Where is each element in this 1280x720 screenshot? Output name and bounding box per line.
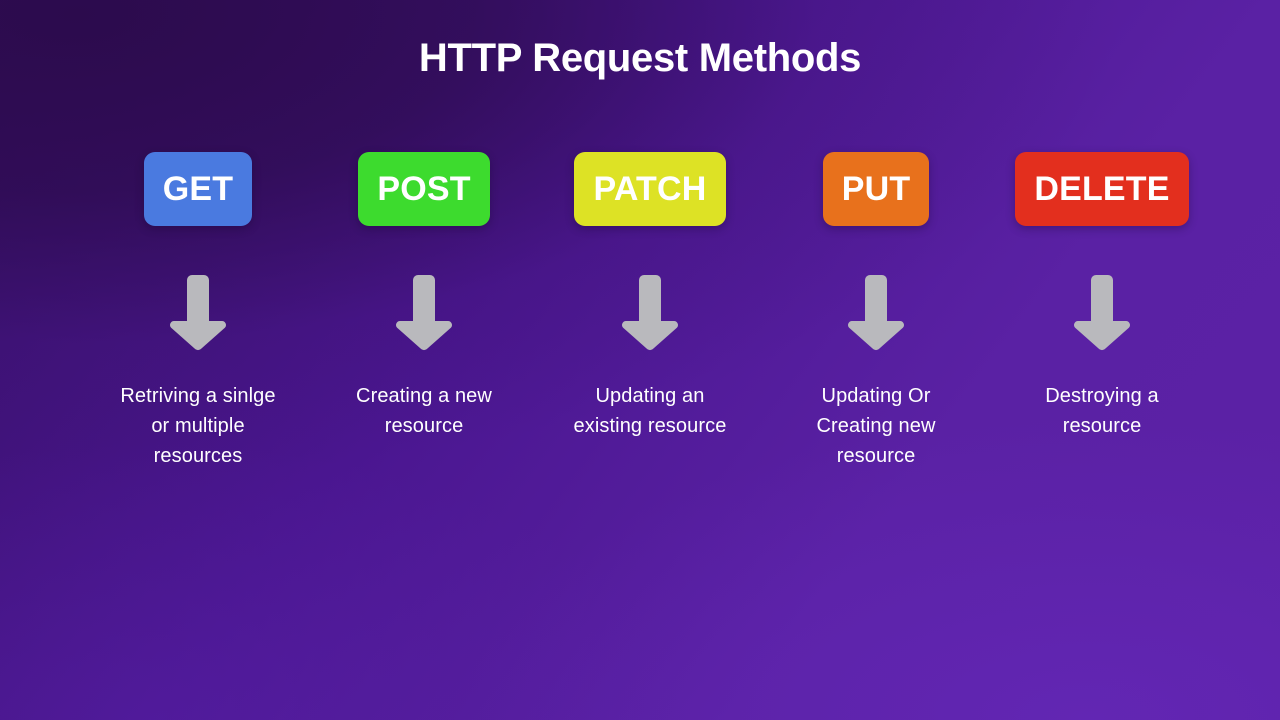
method-column-delete: DELETE Destroying a resource bbox=[1014, 152, 1190, 441]
method-badge-get[interactable]: GET bbox=[143, 152, 253, 226]
arrow-down-icon bbox=[848, 275, 904, 351]
method-description-patch: Updating an existing resource bbox=[573, 385, 727, 437]
arrow-down-wrap-delete bbox=[1073, 275, 1131, 351]
method-columns: GET Retriving a sinlge or multiple resou… bbox=[110, 152, 1190, 471]
method-description-post: Creating a new resource bbox=[356, 385, 492, 437]
method-column-get: GET Retriving a sinlge or multiple resou… bbox=[110, 152, 286, 471]
method-badge-patch[interactable]: PATCH bbox=[574, 152, 726, 226]
arrow-down-wrap-put bbox=[847, 275, 905, 351]
arrow-down-wrap-get bbox=[169, 275, 227, 351]
arrow-down-icon bbox=[396, 275, 452, 351]
page-title: HTTP Request Methods bbox=[418, 36, 862, 80]
arrow-down-icon bbox=[1074, 275, 1130, 351]
arrow-down-wrap-patch bbox=[621, 275, 679, 351]
method-description-get: Retriving a sinlge or multiple resources bbox=[120, 385, 276, 467]
arrow-down-icon bbox=[170, 275, 226, 351]
method-column-put: PUT Updating Or Creating new resource bbox=[788, 152, 964, 471]
method-badge-put[interactable]: PUT bbox=[822, 152, 930, 226]
arrow-down-wrap-post bbox=[395, 275, 453, 351]
arrow-down-icon bbox=[622, 275, 678, 351]
method-badge-post[interactable]: POST bbox=[358, 152, 490, 226]
method-column-post: POST Creating a new resource bbox=[336, 152, 512, 441]
method-description-delete: Destroying a resource bbox=[1045, 385, 1159, 437]
method-description-put: Updating Or Creating new resource bbox=[816, 385, 936, 467]
method-column-patch: PATCH Updating an existing resource bbox=[562, 152, 738, 441]
method-badge-delete[interactable]: DELETE bbox=[1015, 152, 1189, 226]
